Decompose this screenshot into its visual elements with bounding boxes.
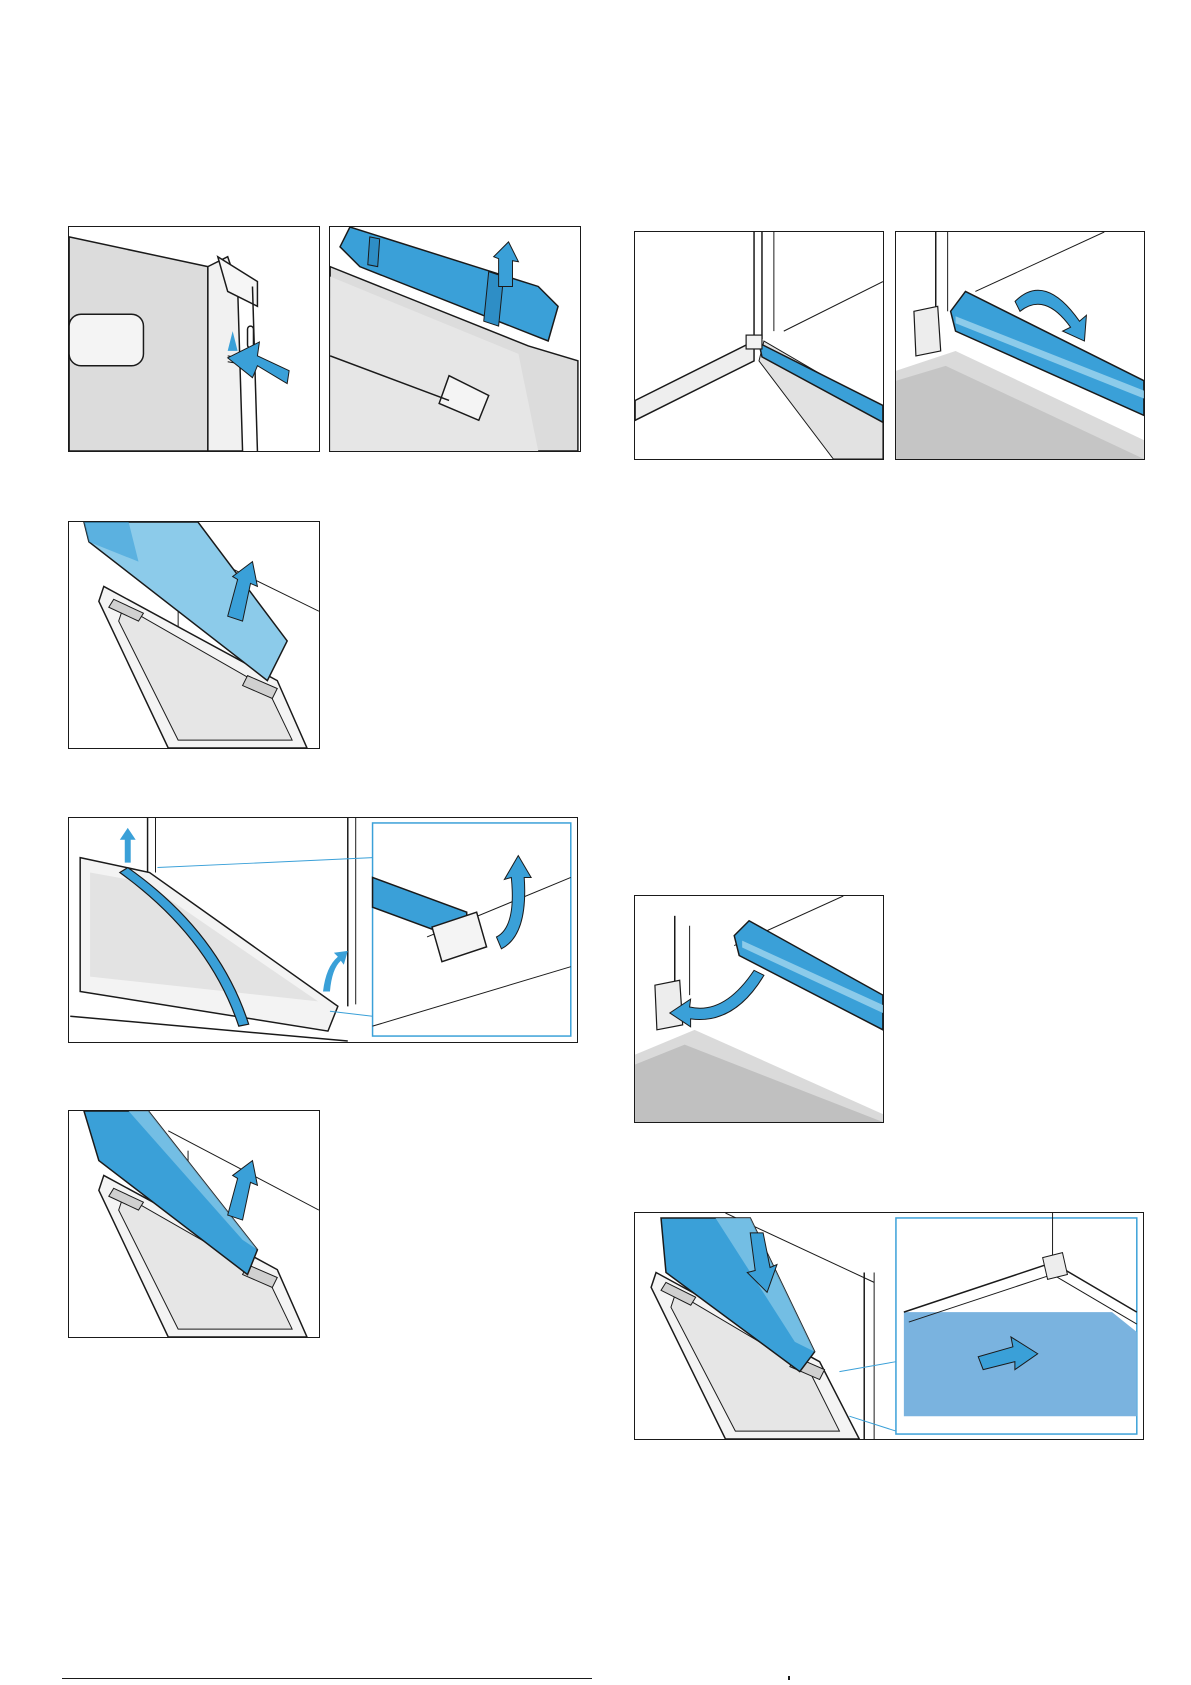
figure-door-corner-seal — [634, 231, 884, 460]
figure-press-door-clip — [68, 226, 320, 452]
figure-attach-seal — [634, 895, 884, 1123]
figure-remove-door-seal — [68, 817, 578, 1043]
illustration-glass-pane — [69, 522, 319, 748]
figure-lift-cover — [329, 226, 581, 452]
figure-lift-inner-glass — [68, 1110, 320, 1338]
figure-seal-rotate — [895, 231, 1145, 460]
illustration-inner-glass — [69, 1111, 319, 1337]
footer-rule — [62, 1678, 592, 1679]
footer-mark — [788, 1676, 790, 1680]
illustration-lift-cover — [330, 227, 580, 451]
illustration-corner-seal — [635, 232, 883, 459]
illustration-attach-seal — [635, 896, 883, 1122]
figure-insert-glass — [634, 1212, 1144, 1440]
illustration-door-seal-detail — [69, 818, 577, 1042]
illustration-seal-rotate — [896, 232, 1144, 459]
illustration-press-clip — [69, 227, 319, 451]
figure-remove-glass-pane — [68, 521, 320, 749]
illustration-insert-glass-detail — [635, 1213, 1143, 1439]
